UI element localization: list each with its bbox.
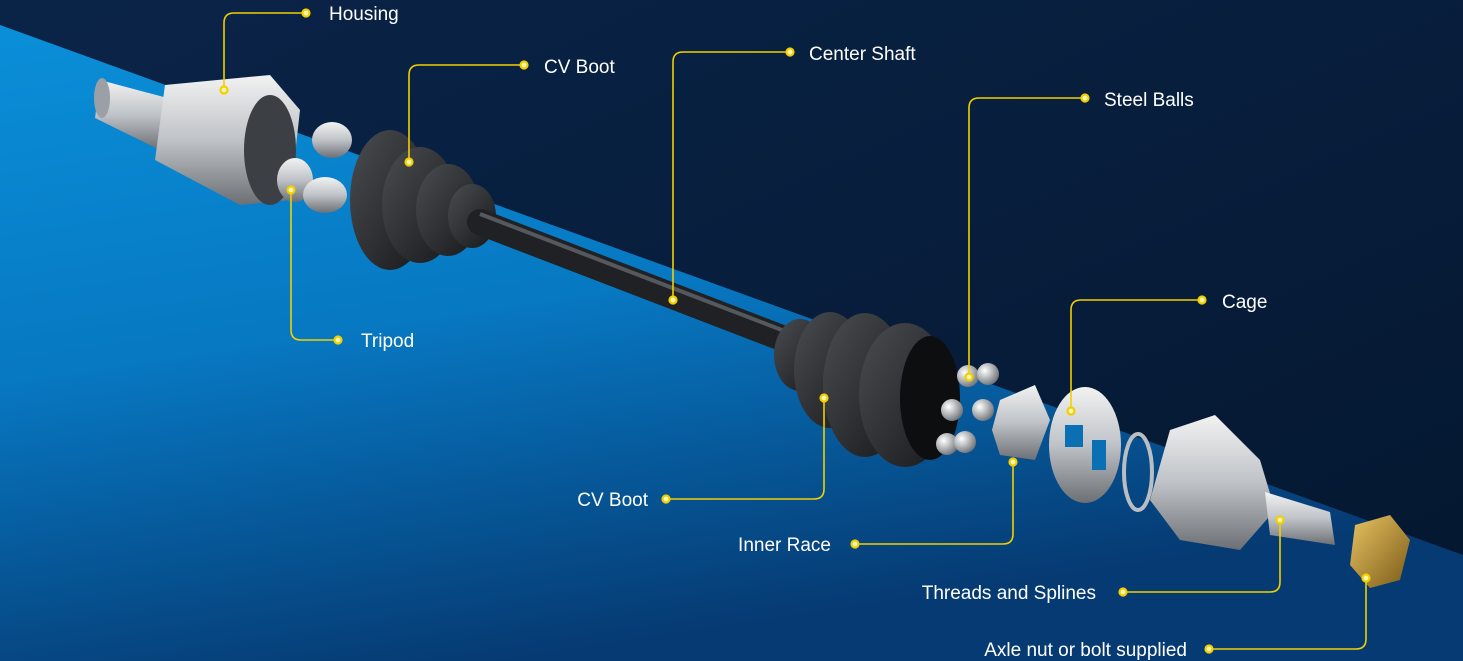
label-cv-boot-outer: CV Boot bbox=[577, 490, 648, 511]
label-steel-balls: Steel Balls bbox=[1104, 90, 1194, 111]
label-center-shaft: Center Shaft bbox=[809, 44, 916, 65]
tripod-part bbox=[277, 122, 352, 213]
label-housing: Housing bbox=[329, 4, 399, 25]
label-threads-splines: Threads and Splines bbox=[922, 583, 1096, 604]
cage-part bbox=[1049, 387, 1121, 503]
housing-part bbox=[94, 75, 300, 205]
center-shaft-part bbox=[467, 209, 813, 358]
snap-ring-part bbox=[1122, 432, 1154, 512]
leader-lines bbox=[223, 12, 1367, 650]
inner-race-part bbox=[992, 385, 1050, 460]
label-inner-race: Inner Race bbox=[738, 535, 831, 556]
label-axle-nut: Axle nut or bolt supplied bbox=[984, 640, 1187, 661]
label-tripod: Tripod bbox=[361, 331, 414, 352]
label-cv-boot-inner: CV Boot bbox=[544, 57, 615, 78]
cv-boot-outer-part bbox=[774, 312, 960, 467]
outer-joint-part bbox=[1150, 415, 1335, 550]
steel-balls-part bbox=[936, 363, 999, 455]
axle-nut-part bbox=[1350, 515, 1410, 588]
leader-dots bbox=[219, 8, 1371, 654]
label-cage: Cage bbox=[1222, 292, 1267, 313]
